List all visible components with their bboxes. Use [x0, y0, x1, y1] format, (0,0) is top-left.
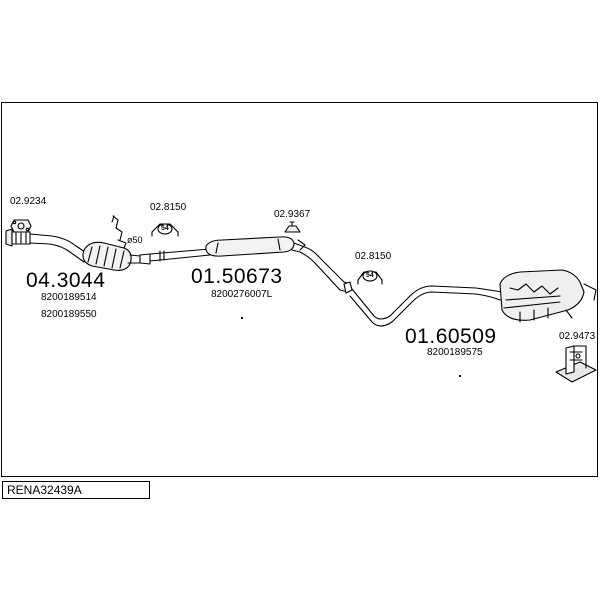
clamp-1-part	[151, 223, 179, 237]
cat-oe-number-1: 8200189514	[41, 292, 97, 303]
accessory-clamp-2-label: 02.8150	[355, 251, 392, 262]
accessory-rubber-mount-label: 02.9367	[274, 209, 311, 220]
cat-oe-number-2: 8200189550	[41, 309, 97, 320]
front-pipe-oe-number: 8200276007L	[211, 289, 273, 300]
diameter-marker	[111, 215, 127, 249]
catalytic-converter-part	[5, 228, 151, 271]
front-pipe-part-code: 01.50673	[191, 265, 283, 288]
rear-silencer-part	[349, 269, 597, 327]
clamp-2-size: 54	[366, 272, 374, 279]
accessory-clamp-1-label: 02.8150	[150, 202, 187, 213]
cat-part-code: 04.3044	[26, 269, 106, 292]
front-pipe-part	[149, 236, 353, 294]
clamp-1-size: 54	[161, 225, 169, 232]
accessory-bracket-label: 02.9473	[559, 331, 596, 342]
accessory-gasket-front-label: 02.9234	[10, 196, 47, 207]
gasket-front-part	[10, 219, 32, 233]
diagram-frame	[1, 102, 598, 477]
rear-silencer-oe-number: 8200189575	[427, 347, 483, 358]
set-code: RENA32439A	[7, 483, 82, 497]
set-code-box: RENA32439A	[2, 481, 150, 499]
diameter-label: ø50	[127, 235, 143, 245]
rear-silencer-part-code: 01.60509	[405, 325, 497, 348]
clamp-2-part	[357, 270, 383, 285]
rubber-mount-part	[284, 221, 306, 251]
bracket-part	[555, 345, 597, 383]
